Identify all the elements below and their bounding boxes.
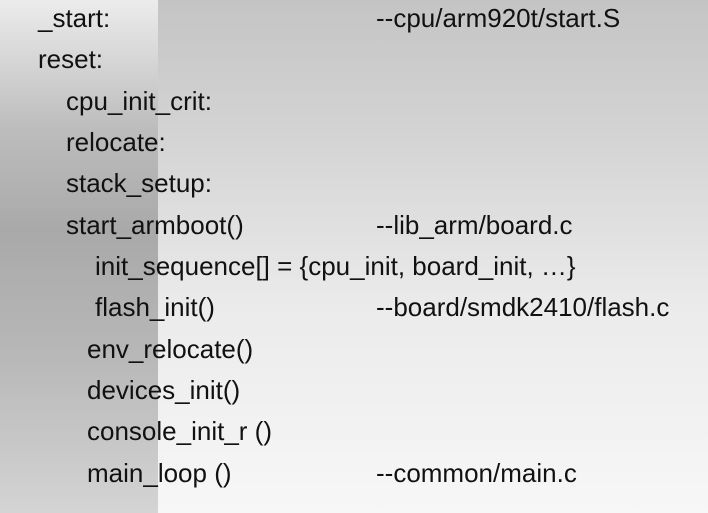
code-line: relocate: xyxy=(66,127,166,157)
code-line: start_armboot() xyxy=(66,210,244,240)
code-line: devices_init() xyxy=(87,375,241,405)
code-line: init_sequence[] = {cpu_init, board_init,… xyxy=(95,251,576,281)
background-band xyxy=(0,0,158,513)
code-line: stack_setup: xyxy=(66,168,212,198)
code-line: cpu_init_crit: xyxy=(66,86,212,116)
file-comment: --cpu/arm920t/start.S xyxy=(376,3,621,33)
file-comment: --common/main.c xyxy=(376,458,577,488)
code-line: flash_init() xyxy=(95,292,215,322)
file-comment: --lib_arm/board.c xyxy=(376,210,573,240)
code-line: main_loop () xyxy=(87,458,232,488)
code-line: reset: xyxy=(38,44,104,74)
code-line: env_relocate() xyxy=(87,334,254,364)
code-line: console_init_r () xyxy=(87,416,272,446)
file-comment: --board/smdk2410/flash.c xyxy=(376,292,670,322)
code-line: _start: xyxy=(38,3,111,33)
